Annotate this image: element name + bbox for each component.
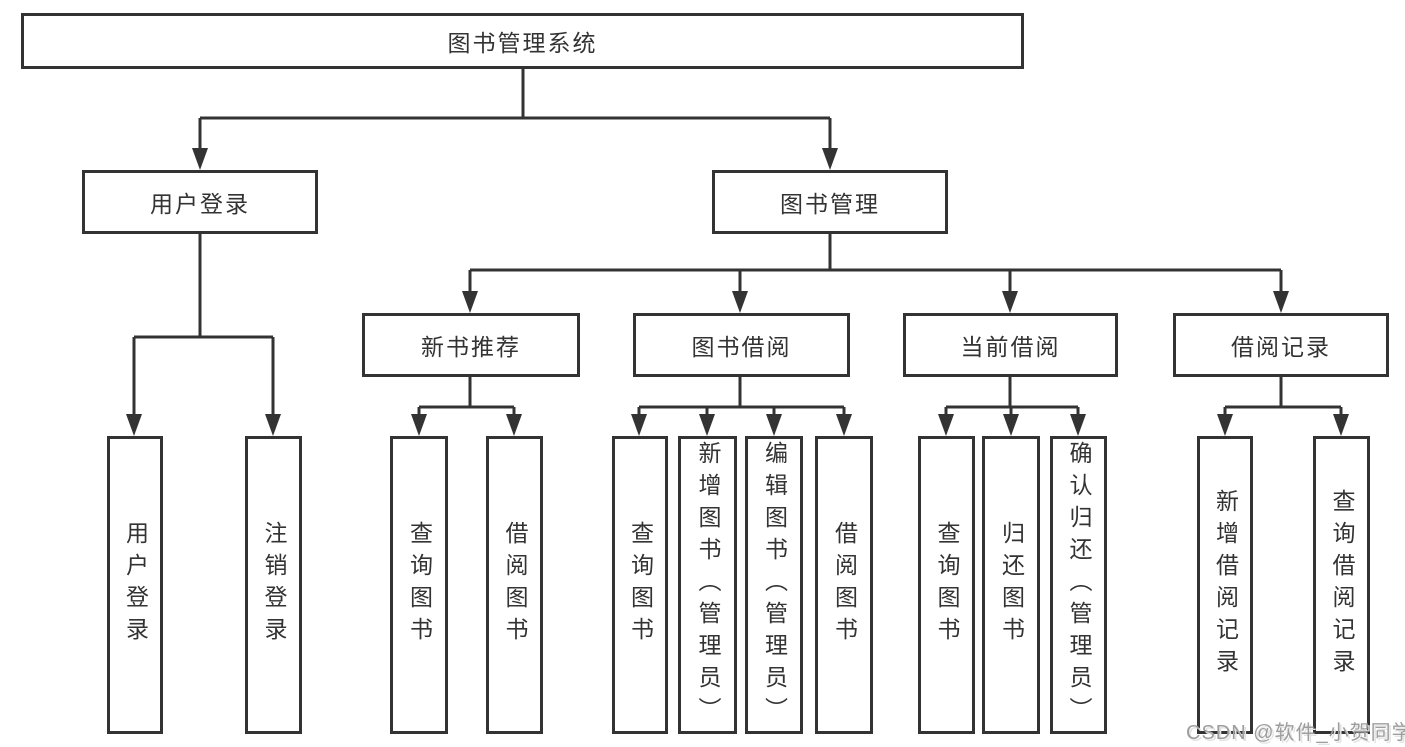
node-borrowing-records: 借阅记录 [1173,313,1389,377]
leaf-add-borrow-record: 新增借阅记录 [1197,436,1253,734]
leaf-confirm-return-admin: 确认归还（管理员） [1050,436,1107,734]
node-library-management-system: 图书管理系统 [21,13,1024,69]
leaf-borrow-books-recommend: 借阅图书 [486,436,543,734]
leaf-query-books-borrow: 查询图书 [612,436,668,734]
leaf-query-books-current: 查询图书 [918,436,975,734]
leaf-edit-book-admin: 编辑图书（管理员） [745,436,803,734]
leaf-query-borrow-record: 查询借阅记录 [1313,436,1370,734]
leaf-query-books-recommend: 查询图书 [390,436,448,734]
leaf-logout: 注销登录 [245,436,302,734]
leaf-return-books: 归还图书 [982,436,1040,734]
node-book-management: 图书管理 [712,170,948,234]
leaf-user-login: 用户登录 [107,436,163,734]
node-user-login: 用户登录 [82,170,318,234]
node-current-borrowing: 当前借阅 [903,313,1118,377]
node-new-book-recommendation: 新书推荐 [362,313,580,377]
leaf-add-book-admin: 新增图书（管理员） [678,436,737,734]
leaf-borrow-books: 借阅图书 [815,436,873,734]
node-book-borrowing: 图书借阅 [633,313,850,377]
csdn-watermark: CSDN @软件_小贺同学 [1186,722,1405,744]
